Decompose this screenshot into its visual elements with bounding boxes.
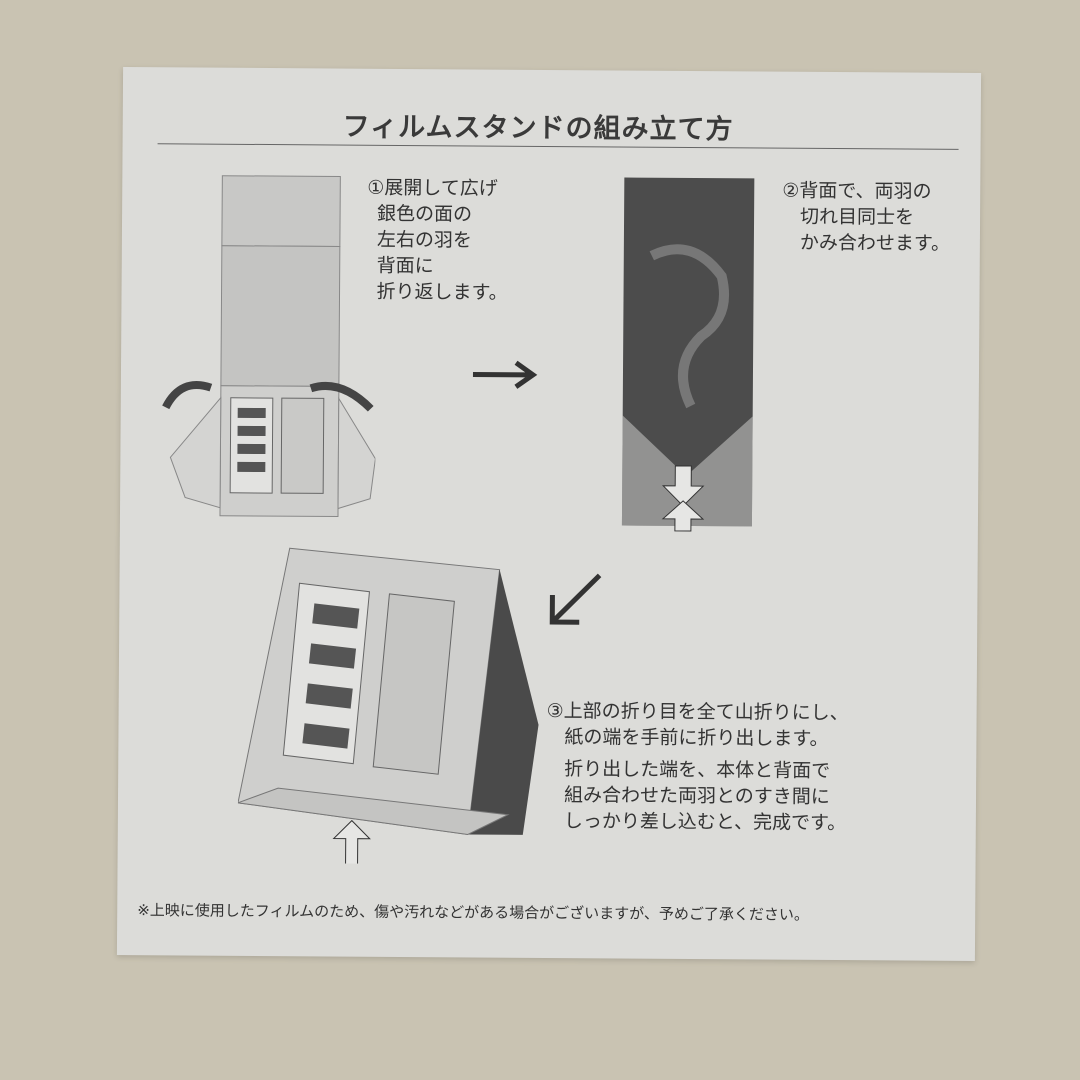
step3-text: ③上部の折り目を全て山折りにし、 紙の端を手前に折り出します。 折り出した端を、… [546, 698, 849, 836]
instruction-sheet: フィルムスタンドの組み立て方 ①展開して広げ 銀色の面の 左右の羽を 背面に 折… [116, 67, 982, 961]
step2-line: ②背面で、両羽の [782, 179, 932, 203]
step1-line: 背面に [376, 254, 434, 278]
step3-line: しっかり差し込むと、完成です。 [563, 810, 847, 835]
step1-illustration [162, 175, 376, 518]
step1-line: 左右の羽を [376, 228, 473, 252]
step3-illustration [237, 547, 539, 864]
step1-line: 折り返します。 [376, 280, 508, 304]
page-title: フィルムスタンドの組み立て方 [342, 111, 734, 146]
step3-line: ③上部の折り目を全て山折りにし、 [546, 699, 849, 725]
arrow-down-left-icon [549, 573, 602, 625]
step1-text: ①展開して広げ 銀色の面の 左右の羽を 背面に 折り返します。 [366, 175, 508, 306]
arrow-right-icon [472, 360, 538, 389]
step1-line: 銀色の面の [377, 202, 473, 226]
disclaimer-note: ※上映に使用したフィルムのため、傷や汚れなどがある場合がございますが、予めご了承… [137, 901, 809, 924]
step1-line: ①展開して広げ [367, 176, 498, 200]
step2-line: 切れ目同士を [800, 205, 915, 229]
step2-line: かみ合わせます。 [799, 231, 951, 255]
step2-text: ②背面で、両羽の 切れ目同士を かみ合わせます。 [782, 178, 951, 257]
step3-line: 折り出した端を、本体と背面で [564, 758, 831, 782]
step3-line: 組み合わせた両羽とのすき間に [563, 784, 830, 808]
step3-line: 紙の端を手前に折り出します。 [564, 726, 829, 750]
step2-illustration [621, 177, 755, 532]
